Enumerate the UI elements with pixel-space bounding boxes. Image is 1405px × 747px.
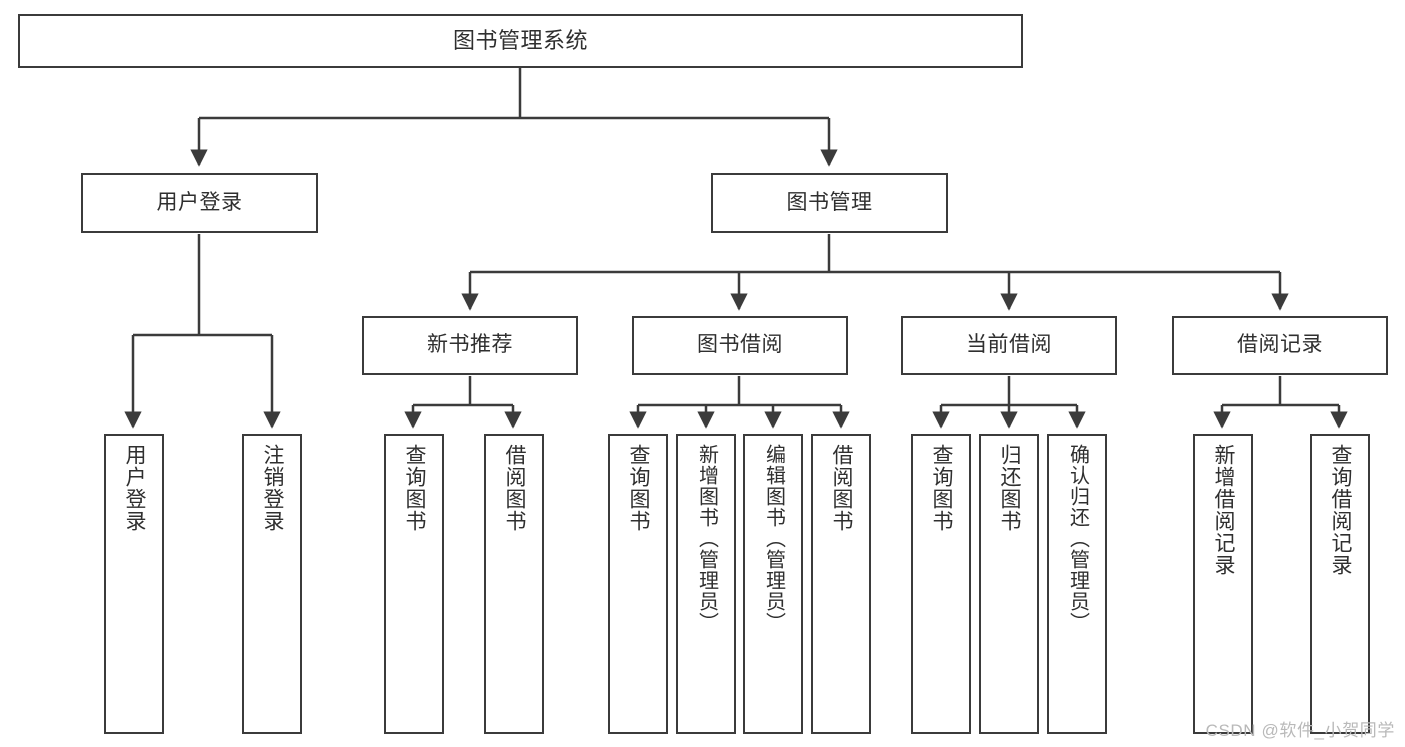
node-leaf-edit-book-admin[interactable]: 编辑图书（管理员）	[743, 434, 803, 734]
node-label: 图书管理	[786, 190, 873, 214]
node-label: 新增图书（管理员）	[695, 444, 718, 633]
edges-borrow-record-to-leaves	[1213, 376, 1348, 429]
edges-book-manage-to-level3	[461, 234, 1289, 311]
node-leaf-query-borrow-record[interactable]: 查询借阅记录	[1310, 434, 1370, 734]
watermark: CSDN @软件_小贺同学	[1205, 721, 1395, 740]
node-label: 新增借阅记录	[1212, 444, 1236, 576]
node-book-management[interactable]: 图书管理	[711, 173, 948, 233]
node-borrow-record[interactable]: 借阅记录	[1172, 316, 1388, 375]
node-label: 确认归还（管理员）	[1066, 444, 1089, 633]
node-label: 用户登录	[123, 444, 147, 532]
node-label: 查询图书	[403, 444, 427, 532]
node-leaf-query-book-current[interactable]: 查询图书	[911, 434, 971, 734]
node-label: 查询图书	[930, 444, 954, 532]
node-root-system[interactable]: 图书管理系统	[18, 14, 1023, 68]
node-label: 编辑图书（管理员）	[762, 444, 785, 633]
node-label: 新书推荐	[427, 333, 513, 357]
node-leaf-query-book-borrow[interactable]: 查询图书	[608, 434, 668, 734]
node-leaf-user-login[interactable]: 用户登录	[104, 434, 164, 734]
node-leaf-borrow-book-recommend[interactable]: 借阅图书	[484, 434, 544, 734]
node-label: 借阅记录	[1237, 333, 1323, 357]
node-label: 注销登录	[261, 444, 285, 532]
node-label: 归还图书	[998, 444, 1022, 532]
node-label: 借阅图书	[830, 444, 854, 532]
node-user-login[interactable]: 用户登录	[81, 173, 318, 233]
node-leaf-logout[interactable]: 注销登录	[242, 434, 302, 734]
node-leaf-borrow-book[interactable]: 借阅图书	[811, 434, 871, 734]
edges-book-borrow-to-leaves	[629, 376, 850, 429]
node-new-book-recommend[interactable]: 新书推荐	[362, 316, 578, 375]
node-label: 查询借阅记录	[1329, 444, 1353, 576]
node-current-borrow[interactable]: 当前借阅	[901, 316, 1117, 375]
node-book-borrow[interactable]: 图书借阅	[632, 316, 848, 375]
node-label: 查询图书	[627, 444, 651, 532]
edges-root-to-level2	[190, 68, 838, 167]
node-leaf-confirm-return-admin[interactable]: 确认归还（管理员）	[1047, 434, 1107, 734]
node-label: 用户登录	[156, 190, 243, 214]
edges-user-login-to-leaves	[124, 234, 281, 429]
node-label: 借阅图书	[503, 444, 527, 532]
node-label: 当前借阅	[966, 333, 1052, 357]
node-label: 图书借阅	[697, 333, 783, 357]
node-leaf-query-book-recommend[interactable]: 查询图书	[384, 434, 444, 734]
node-label: 图书管理系统	[452, 28, 588, 54]
node-leaf-add-book-admin[interactable]: 新增图书（管理员）	[676, 434, 736, 734]
node-leaf-add-borrow-record[interactable]: 新增借阅记录	[1193, 434, 1253, 734]
node-leaf-return-book[interactable]: 归还图书	[979, 434, 1039, 734]
edges-current-borrow-to-leaves	[932, 376, 1086, 429]
edges-new-book-to-leaves	[404, 376, 522, 429]
